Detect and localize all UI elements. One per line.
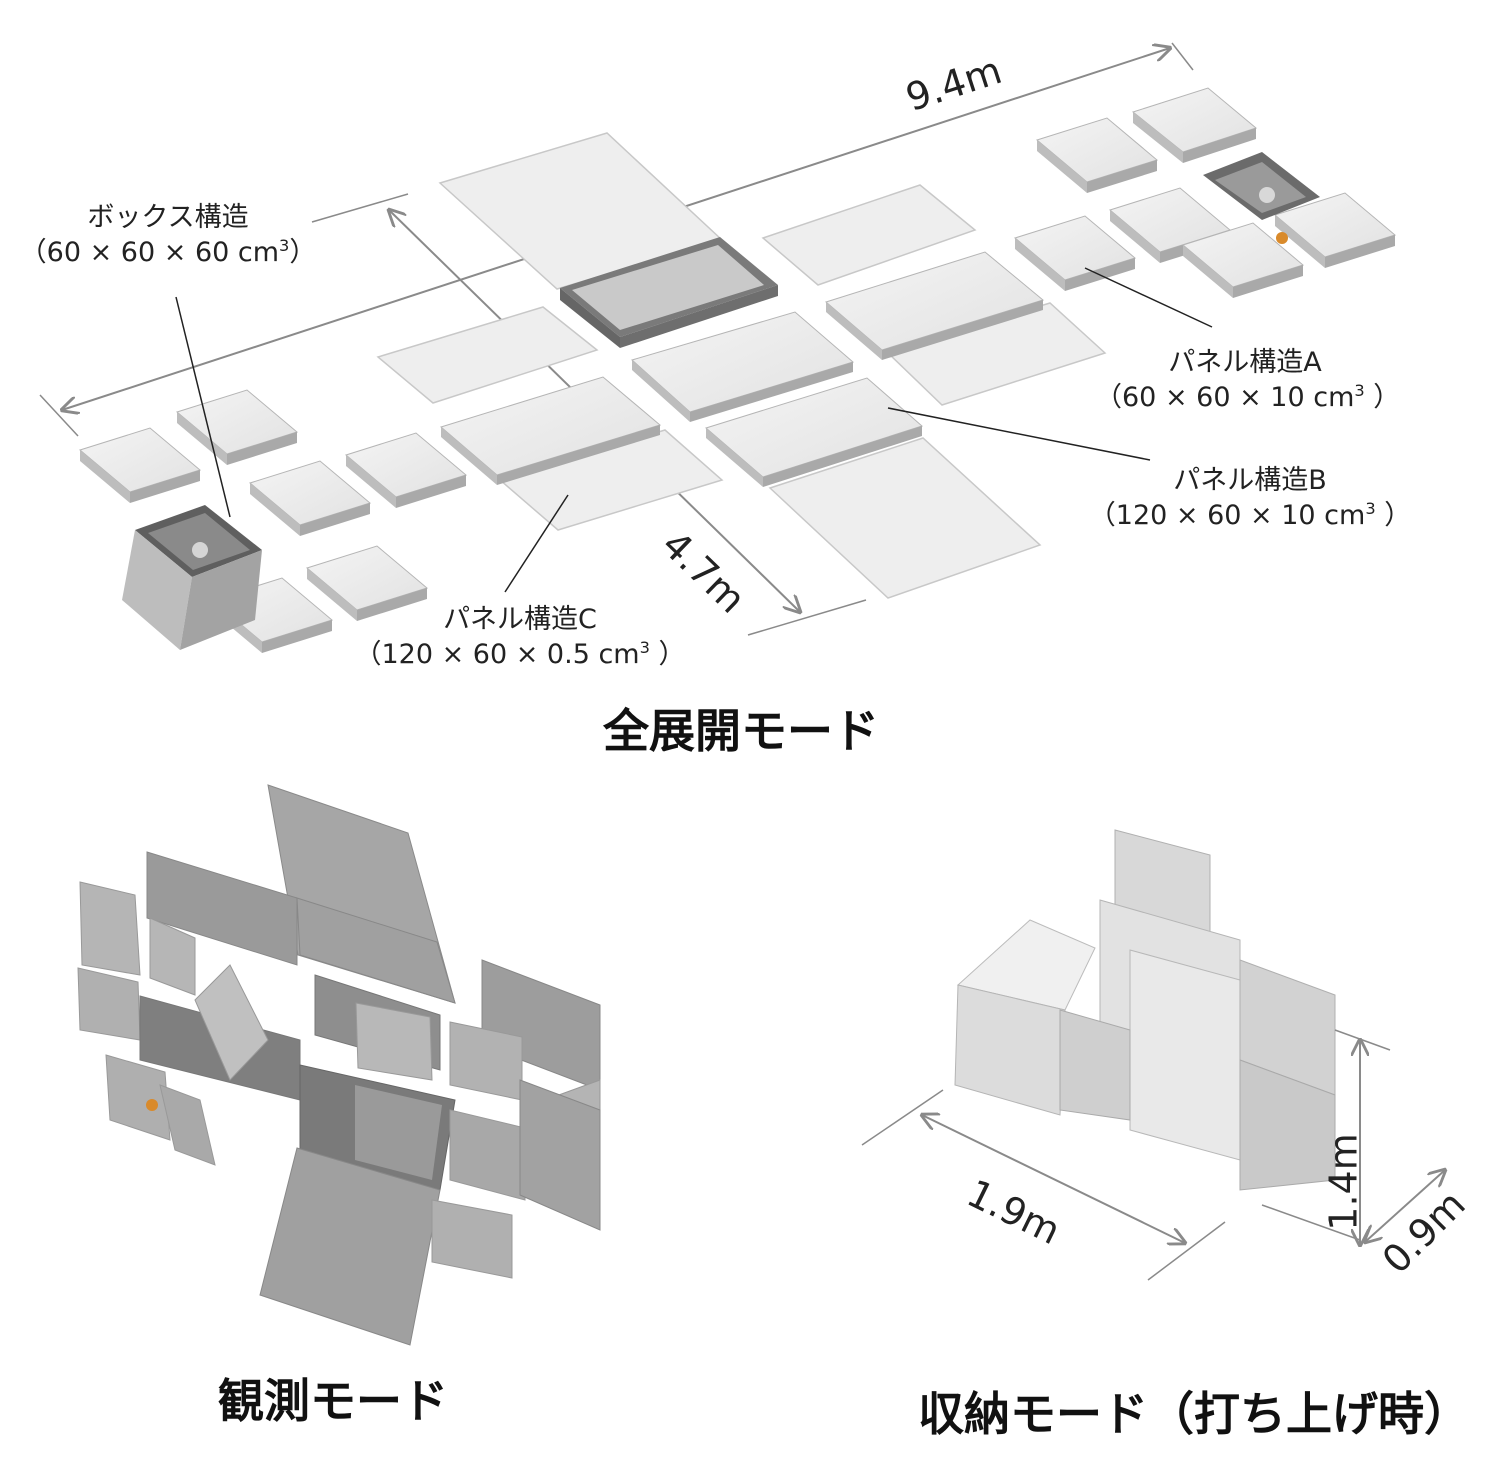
label-panel-b-close: ） xyxy=(1375,500,1412,532)
label-box-name: ボックス構造 xyxy=(87,202,249,233)
mode-title-deployed: 全展開モード xyxy=(603,704,879,758)
label-panel-b-name: パネル構造B xyxy=(1173,465,1327,496)
dimension-0-9m xyxy=(1365,1170,1445,1242)
panel-c-group xyxy=(376,132,1107,599)
label-panel-c-name: パネル構造C xyxy=(443,604,597,635)
dim-text-1-4m: 1.4m xyxy=(1321,1133,1366,1231)
label-panel-c-size: （120 × 60 × 0.5 cm xyxy=(354,639,640,671)
label-box-sup: 3 xyxy=(279,236,290,256)
mode-title-stowed: 収納モード（打ち上げ時） xyxy=(918,1387,1470,1441)
label-box-size: （60 × 60 × 60 cm xyxy=(19,237,280,269)
label-panel-a-size: （60 × 60 × 10 cm xyxy=(1095,382,1355,414)
label-panel-c-sup: 3 xyxy=(639,638,650,658)
panel-b-dark-frame xyxy=(560,237,778,348)
label-panel-a-sup: 3 xyxy=(1354,381,1365,401)
label-box-structure: ボックス構造 （60 × 60 × 60 cm3） xyxy=(18,200,318,270)
label-panel-b-size: （120 × 60 × 10 cm xyxy=(1088,500,1366,532)
label-panel-a-close: ） xyxy=(1364,382,1401,414)
leader-lines xyxy=(175,267,1213,593)
label-panel-b: パネル構造B （120 × 60 × 10 cm3 ） xyxy=(1085,463,1415,533)
deployed-mode-model xyxy=(39,42,1397,653)
dimension-1-4m xyxy=(1261,1029,1391,1245)
label-panel-c-close: ） xyxy=(649,639,686,671)
observation-mode-model xyxy=(77,784,601,1346)
label-box-close: ） xyxy=(289,237,317,269)
panel-b-group xyxy=(439,251,1045,487)
label-panel-a-name: パネル構造A xyxy=(1168,347,1322,378)
label-panel-c: パネル構造C （120 × 60 × 0.5 cm3 ） xyxy=(350,602,690,672)
stowed-mode-model xyxy=(861,829,1445,1281)
box-structure-60cm xyxy=(122,505,262,650)
dimension-1-9m xyxy=(861,1089,1226,1281)
mode-title-observation: 観測モード xyxy=(218,1374,448,1428)
box-structure-top-right xyxy=(1203,152,1320,244)
label-panel-b-sup: 3 xyxy=(1365,499,1376,519)
label-panel-a: パネル構造A （60 × 60 × 10 cm3 ） xyxy=(1095,345,1400,415)
